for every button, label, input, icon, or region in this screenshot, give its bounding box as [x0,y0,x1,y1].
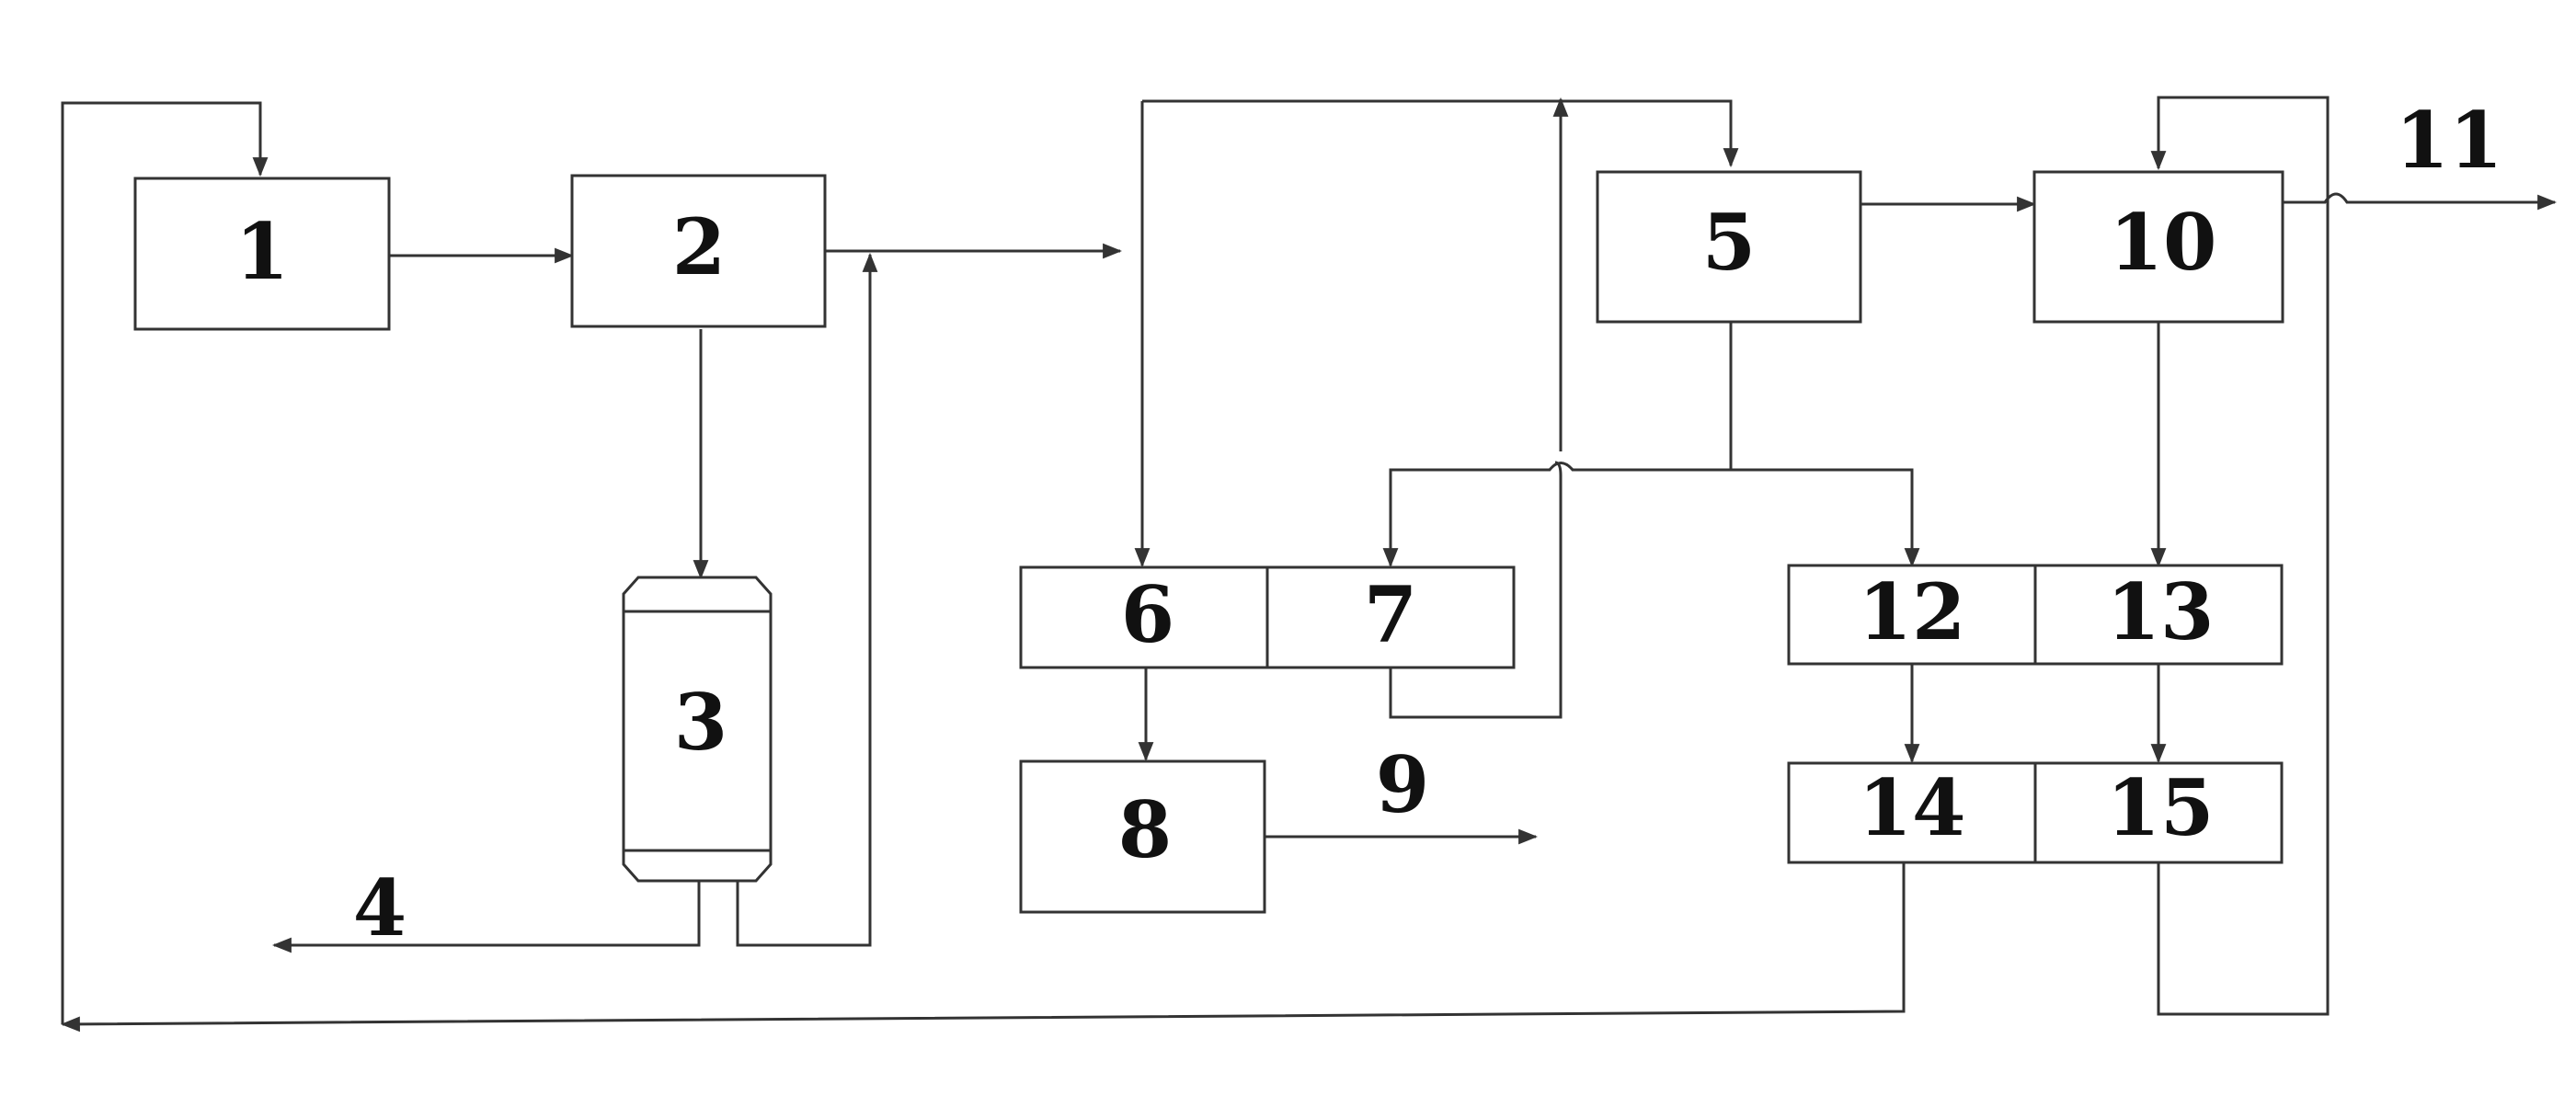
block-12 [1787,564,2037,666]
block-7-label: 7 [1364,569,1417,660]
block-8-label: 8 [1118,784,1172,875]
connector-left-up-to-1 [61,101,269,1024]
block-13 [2033,564,2284,666]
block-10-label: 10 [2110,197,2217,288]
connector-top-to-5 [1142,99,1739,168]
block-1-label: 1 [235,206,289,297]
block-13-label: 13 [2107,566,2215,657]
output-9-label: 9 [1376,739,1429,830]
block-15 [2033,761,2284,864]
connector-5-to-12 [1731,468,1920,568]
connector-15-return-to-10 [2150,96,2330,1016]
connector-3-return-up [736,252,878,947]
block-6-label: 6 [1121,569,1174,660]
connector-3-to-output-4 [271,884,701,953]
vessel-3-label: 3 [674,677,727,768]
block-7 [1265,565,1516,669]
connector-10-to-output-11 [2283,192,2558,211]
block-2-label: 2 [672,201,726,292]
block-14-label: 14 [1859,762,1966,853]
block-6 [1019,565,1269,669]
block-2 [570,174,827,328]
block-5-label: 5 [1702,197,1756,288]
block-5 [1596,170,1862,324]
connector-5-to-7 [1382,462,1731,568]
block-8 [1019,759,1266,914]
block-14 [1787,761,2037,864]
block-15-label: 15 [2107,762,2215,853]
block-10 [2032,170,2284,324]
vessel-3 [622,576,773,884]
block-12-label: 12 [1859,566,1966,657]
block-1 [133,177,391,331]
output-4-label: 4 [353,862,406,953]
connector-14-return-to-1 [60,862,1906,1033]
output-11-label: 11 [2396,95,2503,186]
